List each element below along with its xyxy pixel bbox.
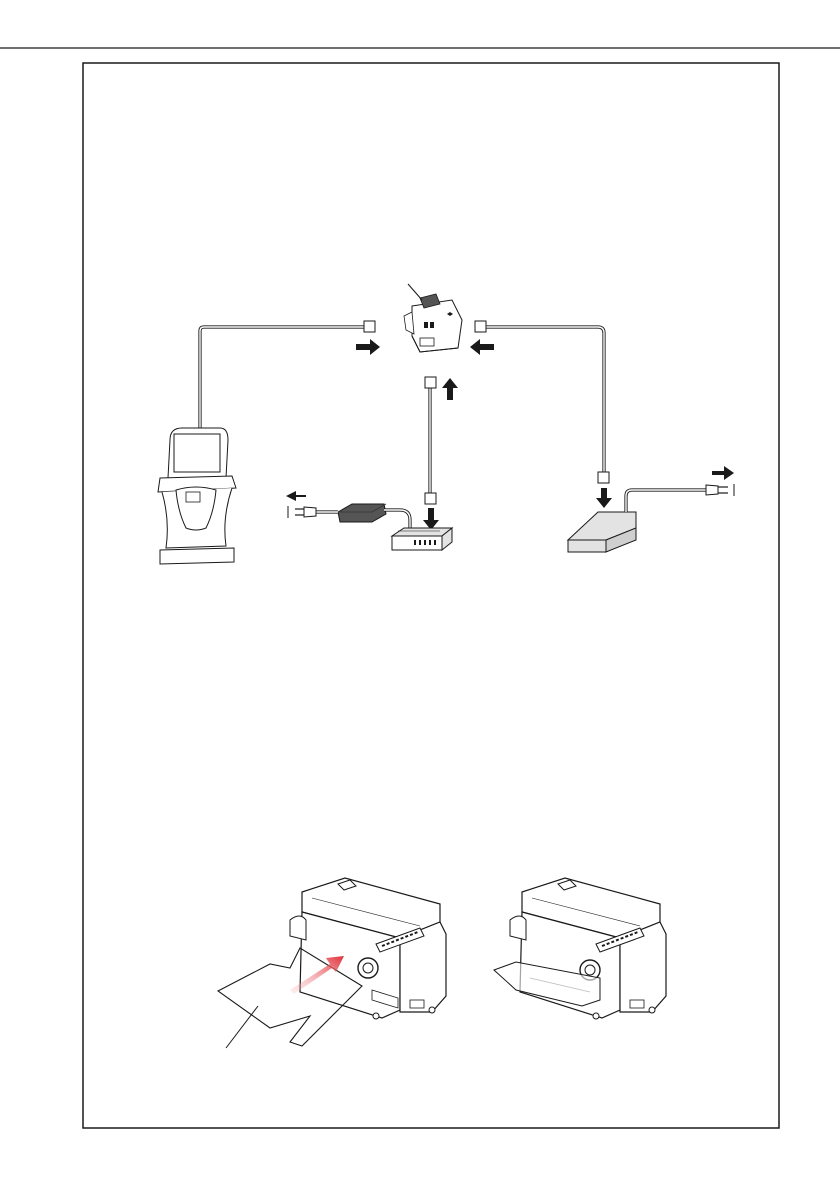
arrow-down-icon bbox=[423, 508, 439, 530]
card-leader-line bbox=[226, 1006, 258, 1048]
card-reader-device-icon bbox=[404, 284, 462, 352]
connector-reader-kiosk bbox=[364, 321, 375, 332]
arrow-left-icon bbox=[286, 491, 306, 501]
connector-hub-top bbox=[425, 377, 436, 388]
cable-reader-kiosk bbox=[200, 327, 368, 430]
cable-supply-mains bbox=[626, 490, 706, 512]
card-insertion-illustration bbox=[218, 878, 446, 1048]
card-inserted-illustration bbox=[494, 878, 666, 1019]
arrow-right-icon bbox=[356, 339, 380, 355]
connection-diagram bbox=[158, 284, 734, 564]
reader-leader-line bbox=[408, 284, 422, 300]
arrow-down-icon bbox=[596, 488, 612, 508]
connector-supply bbox=[598, 472, 609, 483]
connector-hub-bottom bbox=[425, 493, 436, 504]
mains-plug-icon bbox=[288, 506, 316, 518]
power-adapter-icon bbox=[316, 504, 410, 532]
power-supply-box-icon bbox=[568, 490, 706, 552]
arrow-up-icon bbox=[442, 378, 458, 400]
arrow-left-icon bbox=[470, 339, 494, 355]
mains-plug-icon bbox=[706, 484, 734, 496]
cable-reader-supply bbox=[482, 327, 604, 472]
connector-reader-supply bbox=[475, 321, 486, 332]
network-hub-icon bbox=[392, 528, 452, 550]
kiosk-terminal-icon bbox=[158, 428, 236, 564]
arrow-right-icon bbox=[712, 466, 734, 480]
